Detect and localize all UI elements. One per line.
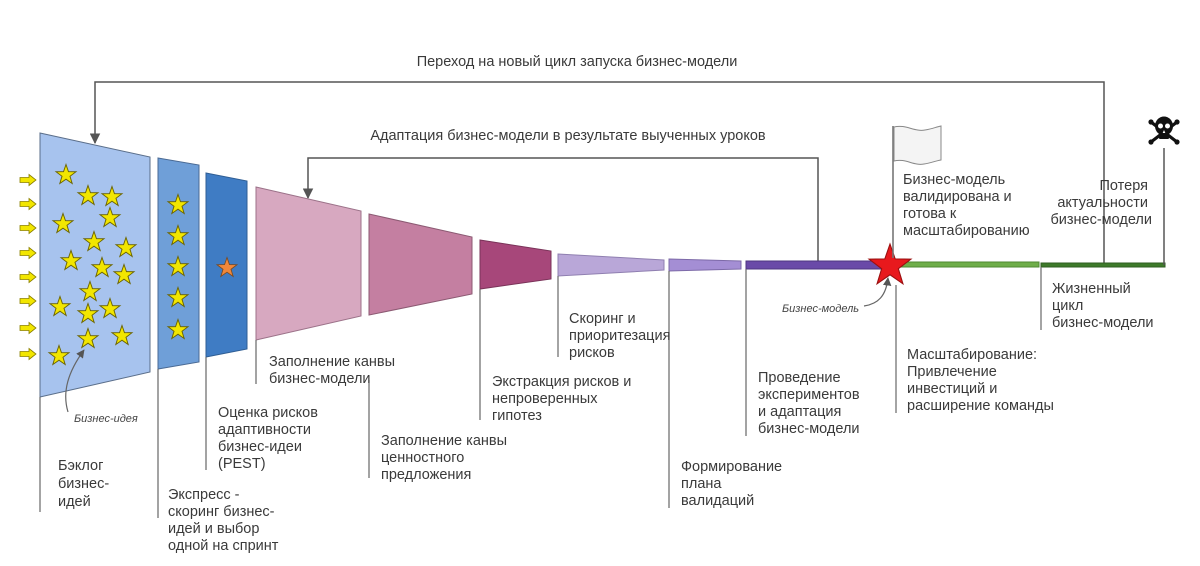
- new-cycle-label: Переход на новый цикл запуска бизнес-мод…: [417, 54, 738, 70]
- stage-risk-scoring-label: Скоринг и приоритезация рисков: [569, 311, 674, 361]
- stage-express-scoring-label: Экспресс - скоринг бизнес- идей и выбор …: [168, 487, 279, 554]
- new-cycle-loop-connector: [89, 81, 1105, 264]
- input-arrow-icon: [19, 294, 37, 308]
- hypotheses-block: [479, 239, 552, 290]
- business-idea-pointer: [65, 349, 85, 413]
- stage-hypotheses-label: Экстракция рисков и непроверенных гипоте…: [492, 374, 635, 424]
- leader-lines: [39, 267, 1042, 518]
- input-arrow-icon: [19, 173, 37, 187]
- input-arrows: [19, 173, 37, 361]
- flag-icon: [892, 125, 942, 258]
- growth-bar: [895, 261, 1040, 268]
- stage-vp-canvas-label: Заполнение канвы ценностного предложения: [381, 433, 511, 483]
- stage-experiments-label: Проведение экспериментов и адаптация биз…: [758, 370, 864, 437]
- business-model-annotation: Бизнес-модель: [782, 303, 859, 315]
- validated-label: Бизнес-модель валидирована и готова к ма…: [903, 172, 1030, 239]
- business-model-pointer: [863, 277, 892, 307]
- vp-canvas-block: [368, 213, 473, 316]
- lifecycle-label: Жизненный цикл бизнес-модели: [1052, 281, 1154, 331]
- validated-red-star: [867, 242, 913, 285]
- skull-crossbones-icon: [1148, 116, 1180, 145]
- decline-bar: [1040, 262, 1166, 268]
- stage-backlog-label: Бэклог бизнес- идей: [58, 458, 113, 510]
- risk-scoring-block: [557, 253, 665, 277]
- input-arrow-icon: [19, 246, 37, 260]
- input-arrow-icon: [19, 221, 37, 235]
- stage-bm-canvas-label: Заполнение канвы бизнес-модели: [269, 354, 399, 387]
- business-idea-annotation: Бизнес-идея: [74, 413, 138, 425]
- adaptation-loop-connector: [302, 157, 819, 262]
- input-arrow-icon: [19, 321, 37, 335]
- validation-plan-block: [668, 258, 742, 272]
- input-arrow-icon: [19, 197, 37, 211]
- scaling-label: Масштабирование: Привлечение инвестиций …: [907, 347, 1054, 414]
- bm-canvas-block: [255, 186, 362, 341]
- stage-validation-plan-label: Формирование плана валидаций: [681, 459, 786, 509]
- loss-label: Потеря актуальности бизнес-модели: [1050, 178, 1152, 228]
- experiments-bar: [745, 260, 887, 270]
- adaptation-label: Адаптация бизнес-модели в результате выу…: [370, 128, 766, 144]
- stage-pest-label: Оценка рисков адаптивности бизнес-идеи (…: [218, 405, 322, 472]
- input-arrow-icon: [19, 347, 37, 361]
- input-arrow-icon: [19, 270, 37, 284]
